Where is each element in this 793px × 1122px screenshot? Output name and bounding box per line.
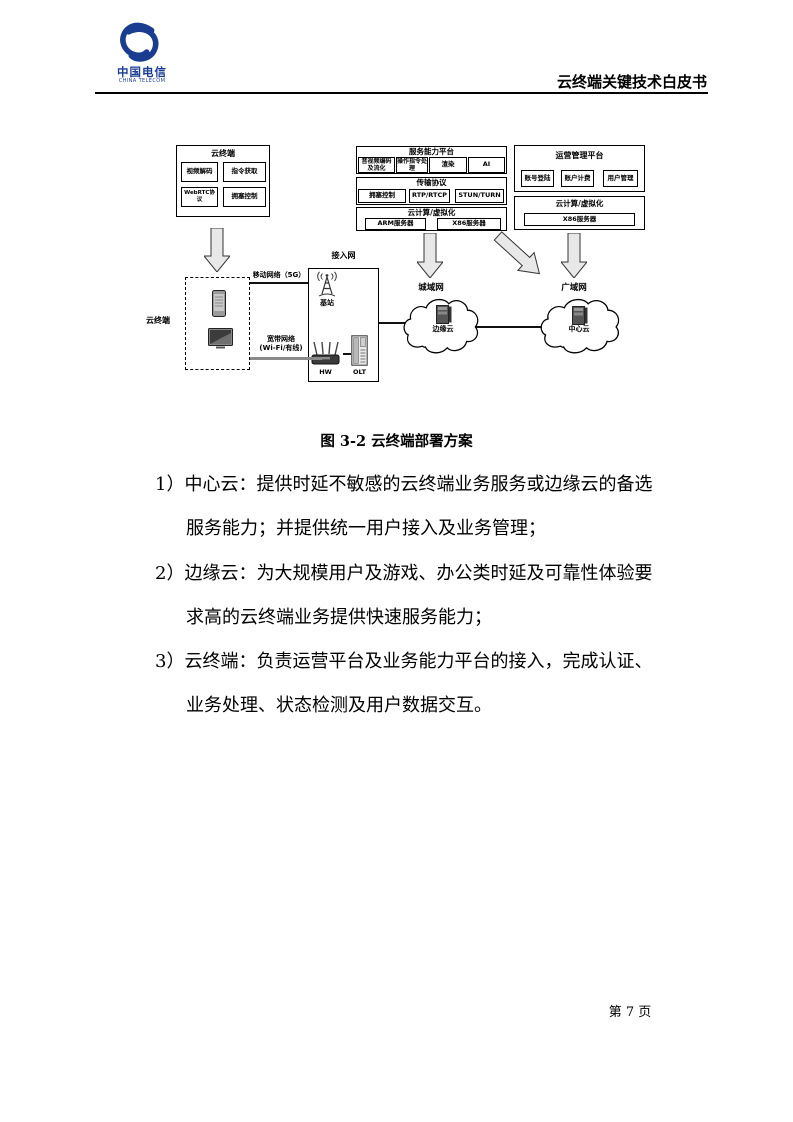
broadband-label-line2: (Wi-Fi/有线) <box>259 344 303 352</box>
china-telecom-logo-icon <box>120 22 159 62</box>
edge-cloud-label: 边缘云 <box>432 325 454 333</box>
ops-cloud-title: 云计算/虚拟化 <box>555 199 604 208</box>
service-cloud-cell-arm: ARM服务器 <box>365 218 426 230</box>
wan-label: 广域网 <box>561 283 587 293</box>
paragraph-2-line-1: 2）边缘云：为大规模用户及游戏、办公类时延及可靠性体验要 <box>155 559 652 585</box>
transport-cell-congestion: 拥塞控制 <box>358 189 406 203</box>
edge-cloud-server-icon <box>436 305 452 324</box>
center-cloud-label: 中心云 <box>568 325 590 333</box>
list-number: 2） <box>155 563 185 584</box>
paragraph-text: 中心云：提供时延不敏感的云终端业务服务或边缘云的备选 <box>184 474 653 495</box>
service-platform-title: 服务能力平台 <box>409 147 454 156</box>
mobile-network-label: 移动网络（5G） <box>252 271 306 279</box>
transport-cell-stun: STUN/TURN <box>455 189 504 203</box>
man-label: 城域网 <box>418 283 444 293</box>
terminal-cell-webrtc: WebRTC协议 <box>181 187 218 207</box>
ops-cell-account-login: 账号登陆 <box>521 170 554 187</box>
arrow-service-to-wan-icon <box>493 231 541 275</box>
router-olt-link-line <box>343 353 351 355</box>
router-icon <box>311 341 340 365</box>
arrow-terminal-down-icon <box>204 228 230 272</box>
transport-cell-rtp: RTP/RTCP <box>409 189 450 203</box>
terminal-cell-video-decode: 视频解码 <box>181 162 218 182</box>
page-number: 第 7 页 <box>608 1005 652 1020</box>
router-label: HW <box>319 368 332 376</box>
paragraph-1-line-2: 服务能力；并提供统一用户接入及业务管理； <box>186 518 546 539</box>
header-doc-title: 云终端关键技术白皮书 <box>556 73 707 91</box>
center-cloud-shape <box>540 298 620 354</box>
arrow-service-to-man-icon <box>417 233 443 278</box>
ops-platform-title: 运营管理平台 <box>555 151 604 160</box>
transport-protocol-title: 传输协议 <box>416 178 447 187</box>
paragraph-3-line-2: 业务处理、状态检测及用户数据交互。 <box>186 695 492 716</box>
brand-name-en: CHINA TELECOM <box>118 78 166 84</box>
paragraph-text: 云终端：负责运营平台及业务能力平台的接入，完成认证、 <box>184 651 653 672</box>
terminal-cell-command-fetch: 指令获取 <box>223 162 266 182</box>
paragraph-text: 边缘云：为大规模用户及游戏、办公类时延及可靠性体验要 <box>184 563 653 584</box>
edge-cloud-shape <box>403 298 479 354</box>
center-cloud-server-icon <box>572 306 588 325</box>
smartphone-icon <box>212 290 226 317</box>
service-cell-command-process: 操作指令处理 <box>396 157 428 173</box>
service-cloud-cell-x86: X86服务器 <box>437 218 501 230</box>
broadband-network-label: 宽带网络 (Wi-Fi/有线) <box>252 335 310 353</box>
figure-caption: 图 3-2 云终端部署方案 <box>320 433 473 450</box>
ops-cell-user-mgmt: 用户管理 <box>603 170 638 187</box>
mobile-network-line <box>250 282 308 284</box>
brand-name-cn: 中国电信 <box>117 65 167 79</box>
service-cell-av-encode: 音视频编码及流化 <box>358 157 395 173</box>
list-number: 1） <box>155 474 185 495</box>
base-station-icon <box>317 271 337 297</box>
access-to-edge-line <box>379 322 409 324</box>
terminal-platform-title: 云终端 <box>211 149 235 158</box>
paragraph-2-line-2: 求高的云终端业务提供快速服务能力； <box>186 607 492 628</box>
edge-to-center-line <box>475 326 543 328</box>
terminal-group-label: 云终端 <box>146 316 170 325</box>
terminal-cell-congestion: 拥塞控制 <box>223 187 266 207</box>
service-cloud-title: 云计算/虚拟化 <box>407 208 456 217</box>
list-number: 3） <box>155 651 185 672</box>
arrow-ops-to-wan-icon <box>561 233 587 278</box>
service-cell-ai: AI <box>468 157 505 173</box>
paragraph-3-line-1: 3）云终端：负责运营平台及业务能力平台的接入，完成认证、 <box>155 647 652 673</box>
base-station-label: 基站 <box>320 299 334 307</box>
olt-icon <box>351 335 368 366</box>
tv-icon <box>208 328 233 349</box>
service-cell-render: 渲染 <box>429 157 467 173</box>
broadband-label-line1: 宽带网络 <box>267 335 295 343</box>
header-rule <box>95 92 708 94</box>
access-network-title: 接入网 <box>331 251 356 260</box>
ops-cell-billing: 账户计费 <box>561 170 594 187</box>
olt-label: OLT <box>352 368 367 376</box>
paragraph-1-line-1: 1）中心云：提供时延不敏感的云终端业务服务或边缘云的备选 <box>155 470 652 496</box>
broadband-network-line <box>250 357 322 360</box>
ops-cloud-cell-x86: X86服务器 <box>524 213 635 226</box>
